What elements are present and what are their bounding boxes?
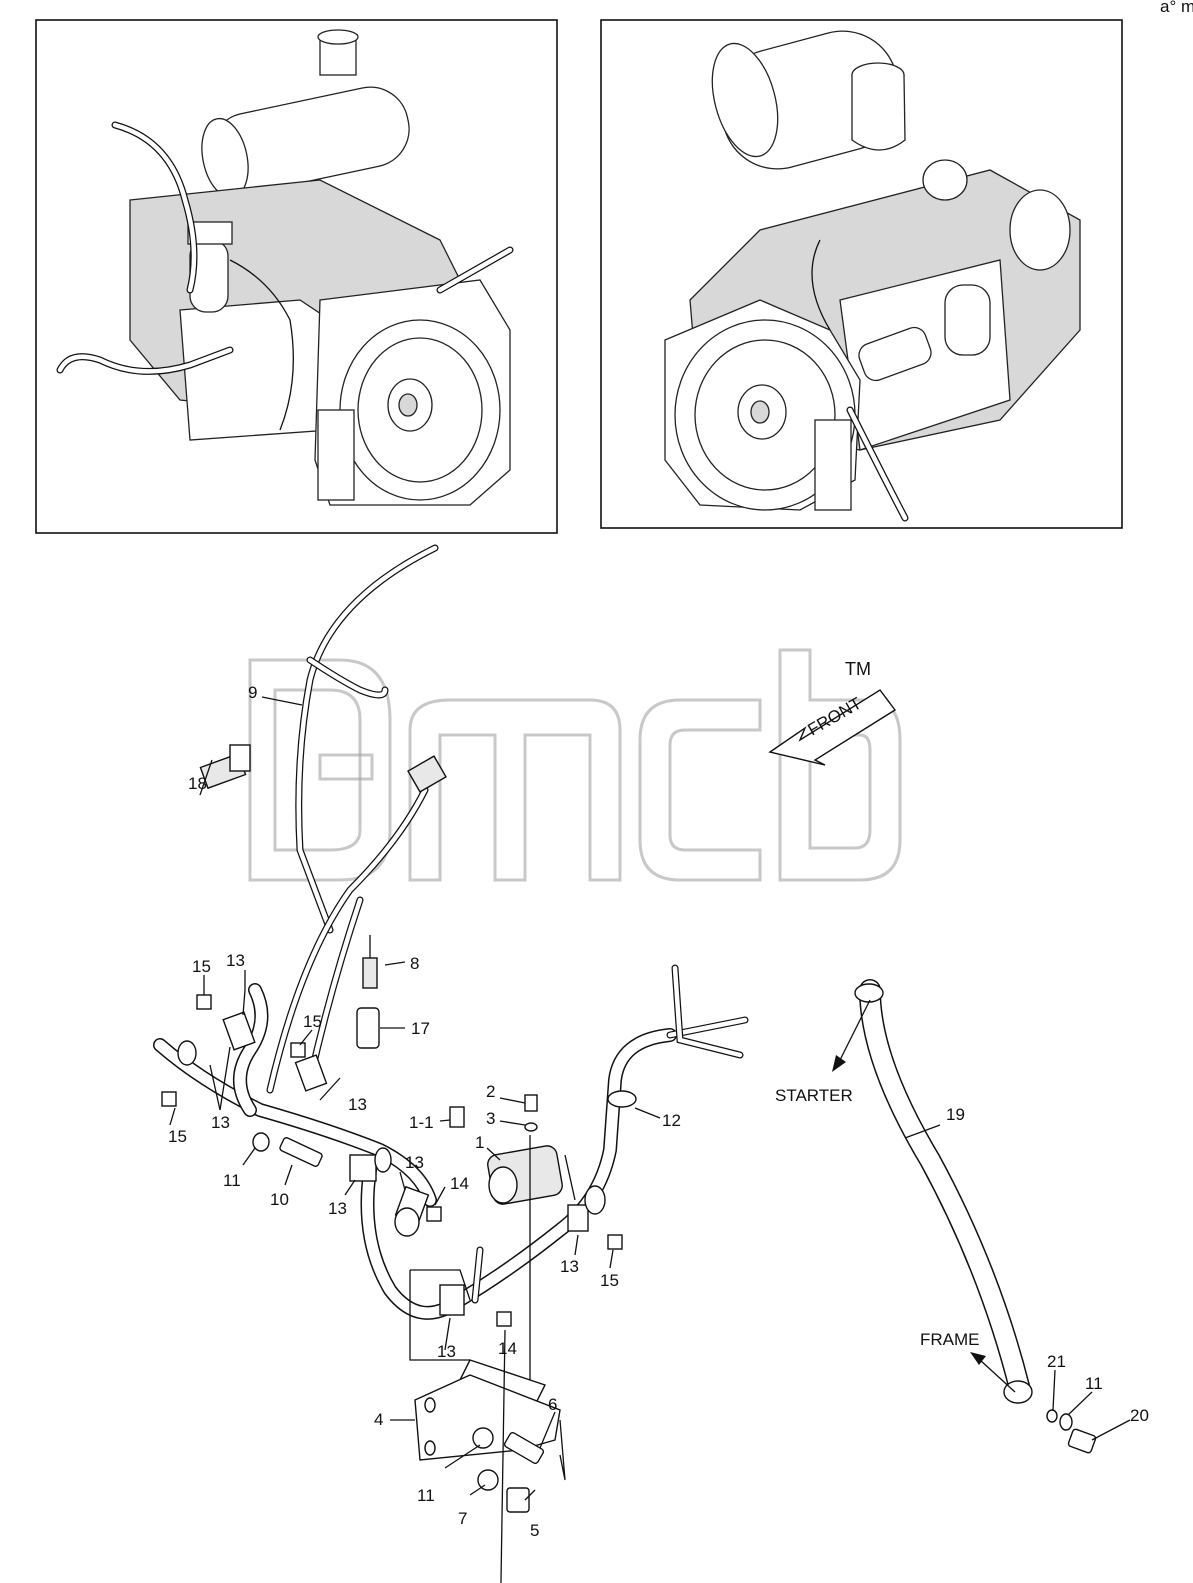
- callout-17: 17: [411, 1019, 430, 1038]
- callout-13: 13: [211, 1113, 230, 1132]
- part-10-fitting: [279, 1137, 323, 1167]
- callout-14: 14: [450, 1174, 469, 1193]
- engine-view-right: [600, 19, 1123, 529]
- callout-15: 15: [303, 1012, 322, 1031]
- callout-15: 15: [192, 957, 211, 976]
- frame-label: FRAME: [920, 1330, 980, 1349]
- callout-8: 8: [410, 954, 419, 973]
- part-11-washer: [472, 1427, 494, 1449]
- callout-12: 12: [662, 1111, 681, 1130]
- callout-labels: 9 18 8 17 15 13 15 15 13 13 11 10 13 13 …: [168, 683, 1149, 1540]
- callout-13: 13: [405, 1153, 424, 1172]
- callout-11: 11: [417, 1486, 435, 1505]
- harness-assembly: [153, 544, 749, 1320]
- part-11-washer: [252, 1132, 270, 1152]
- part-5-bolt: [506, 1487, 530, 1513]
- corner-mark: a° mxa: [1160, 0, 1193, 16]
- part-15-bolt: [196, 994, 212, 1010]
- part-14-nut: [426, 1206, 442, 1222]
- leader-lines: [169, 696, 1131, 1583]
- part-11-washer: [1059, 1413, 1073, 1431]
- callout-13: 13: [328, 1199, 347, 1218]
- part-20-bolt: [1067, 1428, 1097, 1454]
- callout-15: 15: [600, 1271, 619, 1290]
- part-18-connector: [199, 744, 251, 790]
- part-2-bolt: [524, 1094, 538, 1112]
- callout-11: 11: [223, 1171, 241, 1190]
- callout-1: 1: [475, 1133, 484, 1152]
- engine-view-left: [35, 19, 558, 534]
- callout-14: 14: [498, 1339, 517, 1358]
- part-1-1-fuse: [449, 1106, 465, 1128]
- trademark-mark: TM: [845, 659, 871, 679]
- callout-1-1: 1-1: [409, 1113, 434, 1132]
- starter-label: STARTER: [775, 1086, 853, 1105]
- callout-19: 19: [946, 1105, 965, 1124]
- callout-2: 2: [486, 1082, 495, 1101]
- callout-13: 13: [226, 951, 245, 970]
- callout-18: 18: [188, 774, 207, 793]
- part-7-washer: [477, 1469, 499, 1491]
- part-15-bolt: [161, 1091, 177, 1107]
- callout-13: 13: [437, 1342, 456, 1361]
- part-19-cable: [854, 979, 1033, 1404]
- callout-10: 10: [270, 1190, 289, 1209]
- callout-20: 20: [1130, 1406, 1149, 1425]
- harness-connector: [407, 755, 447, 793]
- callout-5: 5: [530, 1521, 539, 1540]
- callout-7: 7: [458, 1509, 467, 1528]
- callout-15: 15: [168, 1127, 187, 1146]
- callout-3: 3: [486, 1109, 495, 1128]
- part-6-fitting: [503, 1431, 545, 1465]
- part-1-relay: [487, 1145, 576, 1205]
- part-15-bolt: [607, 1234, 623, 1250]
- callout-6: 6: [548, 1395, 557, 1414]
- callout-13: 13: [348, 1095, 367, 1114]
- part-3-washer: [524, 1122, 538, 1132]
- part-14-nut: [496, 1311, 512, 1327]
- callout-4: 4: [374, 1410, 383, 1429]
- part-21-washer: [1046, 1409, 1058, 1423]
- callout-9: 9: [248, 683, 257, 702]
- part-15-bolt: [290, 1042, 306, 1058]
- callout-13: 13: [560, 1257, 579, 1276]
- part-8-sender: [362, 935, 378, 989]
- part-17-adapter: [356, 1007, 380, 1049]
- callout-11: 11: [1085, 1374, 1103, 1393]
- callout-21: 21: [1047, 1352, 1066, 1371]
